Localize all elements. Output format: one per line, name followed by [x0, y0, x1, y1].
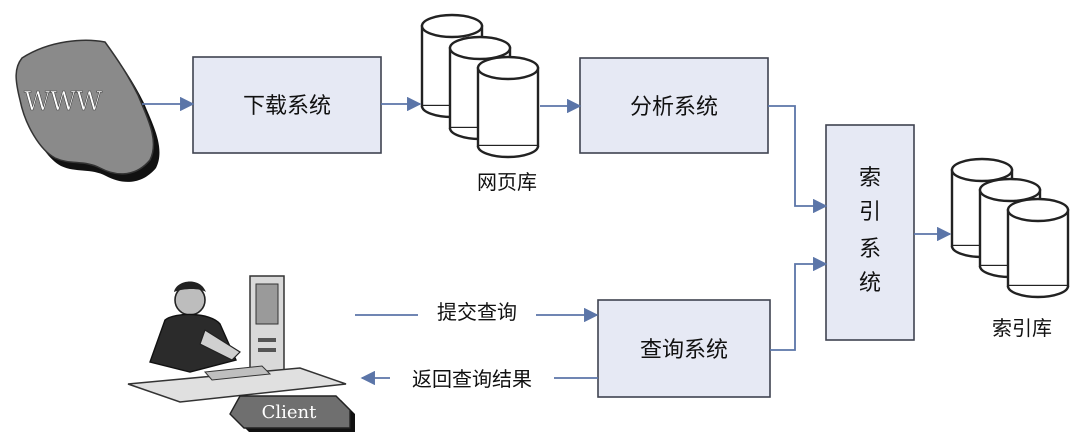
- www-cloud: WWW: [15, 39, 160, 182]
- index-system: 索 引 系 统: [825, 124, 915, 341]
- edge-query-to-index: [770, 256, 828, 351]
- query-system: 查询系统: [597, 299, 771, 398]
- return-results-label: 返回查询结果: [412, 367, 532, 391]
- index-system-char-3: 系: [859, 237, 881, 262]
- analysis-system: 分析系统: [579, 57, 769, 154]
- client-label: Client: [262, 402, 318, 423]
- submit-query-label-bg: [418, 296, 536, 324]
- query-system-label: 查询系统: [640, 338, 728, 363]
- webpage-db-label: 网页库: [477, 170, 537, 194]
- client-illustration: Client: [127, 275, 355, 432]
- download-system: 下载系统: [192, 56, 382, 154]
- return-results-label-bg: [390, 364, 554, 392]
- www-label: WWW: [24, 87, 102, 117]
- analysis-system-label: 分析系统: [630, 95, 718, 120]
- index-db-icon: [950, 157, 1070, 299]
- webpage-db-icon: [420, 13, 540, 159]
- index-db-label: 索引库: [992, 316, 1052, 340]
- index-system-char-1: 索: [859, 166, 881, 191]
- submit-query-label: 提交查询: [437, 300, 517, 324]
- index-system-char-4: 统: [859, 271, 881, 296]
- download-system-label: 下载系统: [243, 94, 331, 119]
- edge-analysis-to-index: [768, 105, 828, 214]
- index-system-char-2: 引: [859, 200, 881, 225]
